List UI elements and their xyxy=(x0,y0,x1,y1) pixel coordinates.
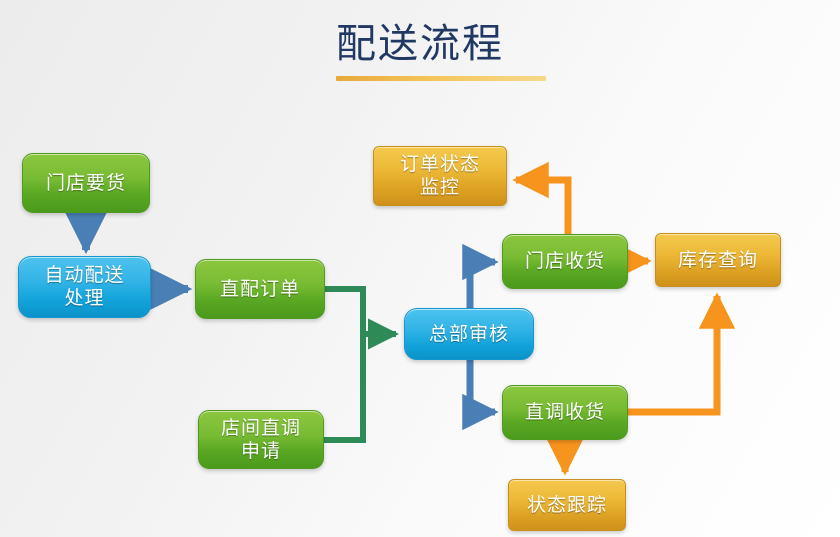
node-stock-query[interactable]: 库存查询 xyxy=(655,233,781,287)
edge-store-receive-to-order-status xyxy=(512,161,572,234)
node-hq-review[interactable]: 总部审核 xyxy=(404,308,534,360)
node-store-receive[interactable]: 门店收货 xyxy=(502,234,628,289)
page-title: 配送流程 xyxy=(336,21,504,67)
node-direct-order[interactable]: 直配订单 xyxy=(195,259,325,319)
edge-inter-store-to-junction xyxy=(324,334,366,443)
node-order-status-label-line1: 订单状态 xyxy=(399,153,480,175)
node-store-request-label: 门店要货 xyxy=(45,171,126,194)
title-underline-rule xyxy=(336,76,546,81)
node-stock-query-label: 库存查询 xyxy=(677,248,758,271)
node-direct-receive-label: 直调收货 xyxy=(524,401,605,423)
node-inter-store-label-line2: 申请 xyxy=(240,439,281,462)
node-auto-dispatch[interactable]: 自动配送 处理 xyxy=(18,256,151,318)
edge-direct-receive-to-stock-query xyxy=(628,292,736,416)
node-auto-dispatch-label-line1: 自动配送 xyxy=(44,264,125,286)
node-status-tracking[interactable]: 状态跟踪 xyxy=(508,479,626,531)
node-hq-review-label: 总部审核 xyxy=(428,322,509,345)
node-inter-store-label-line1: 店间直调 xyxy=(220,416,301,439)
node-store-request[interactable]: 门店要货 xyxy=(22,153,150,213)
node-status-track-label: 状态跟踪 xyxy=(526,493,607,516)
node-auto-dispatch-label-line2: 处理 xyxy=(64,287,105,309)
title-block: 配送流程 xyxy=(0,18,840,70)
node-inter-store-label: 店间直调 申请 xyxy=(221,417,301,463)
node-store-receive-label: 门店收货 xyxy=(524,250,605,272)
node-order-status-label: 订单状态 监控 xyxy=(400,153,480,199)
node-auto-dispatch-label: 自动配送 处理 xyxy=(44,264,124,310)
node-direct-receive[interactable]: 直调收货 xyxy=(502,385,628,440)
edge-direct-order-to-junction xyxy=(325,286,366,334)
node-direct-order-label: 直配订单 xyxy=(219,277,300,300)
node-order-status-monitor[interactable]: 订单状态 监控 xyxy=(373,146,507,206)
node-order-status-label-line2: 监控 xyxy=(419,176,460,198)
node-inter-store-transfer-request[interactable]: 店间直调 申请 xyxy=(198,410,324,469)
